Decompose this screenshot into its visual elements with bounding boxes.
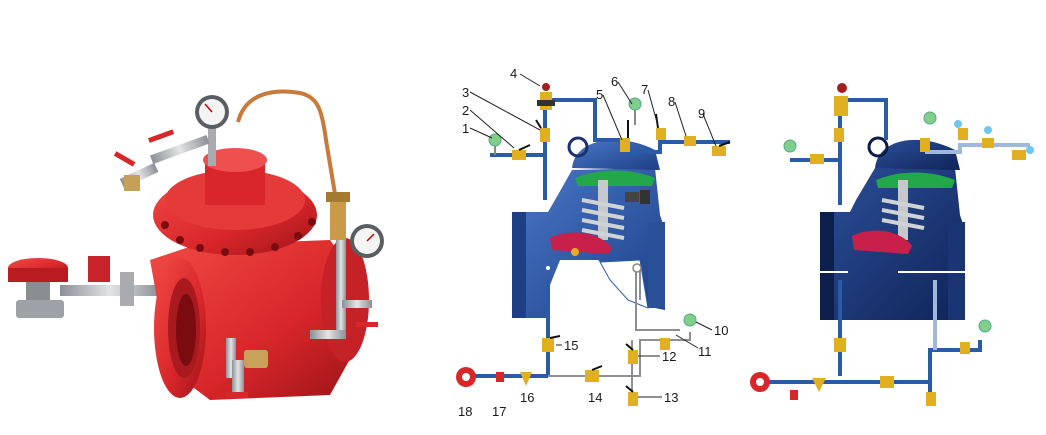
needle-valve-icon: [496, 372, 504, 382]
control-pipes-lower: [468, 280, 550, 378]
callout-2: 2: [462, 103, 469, 118]
callout-5: 5: [596, 87, 603, 102]
valve-disc: [550, 232, 612, 254]
ball-valve-icon: [148, 129, 175, 143]
schematic-diagram: 1 2 3 4 5 6 7 8 9 10 11 12 13 14 15 16 1…: [456, 66, 731, 419]
callout-8: 8: [668, 94, 675, 109]
operating-state-diagram: [750, 83, 1034, 406]
callout-14: 14: [588, 390, 602, 405]
pilot-valve-icon: [330, 200, 346, 240]
callout-17: 17: [492, 404, 506, 419]
ball-valve-icon: [512, 128, 726, 406]
diaphragm-upper: [575, 170, 655, 186]
callout-16: 16: [520, 390, 534, 405]
callout-11: 11: [698, 344, 712, 359]
callout-1: 1: [462, 121, 469, 136]
pressure-gauge-icon: [488, 97, 697, 327]
callout-7: 7: [641, 82, 648, 97]
strainer-icon: [520, 372, 532, 386]
callout-3: 3: [462, 85, 469, 100]
callout-15: 15: [564, 338, 578, 353]
callout-9: 9: [698, 106, 705, 121]
callout-13: 13: [664, 390, 678, 405]
callout-6: 6: [611, 74, 618, 89]
callout-4: 4: [510, 66, 517, 81]
callout-18: 18: [458, 404, 472, 419]
valve-photo: [8, 89, 384, 400]
callout-10: 10: [714, 323, 728, 338]
callout-12: 12: [662, 349, 676, 364]
